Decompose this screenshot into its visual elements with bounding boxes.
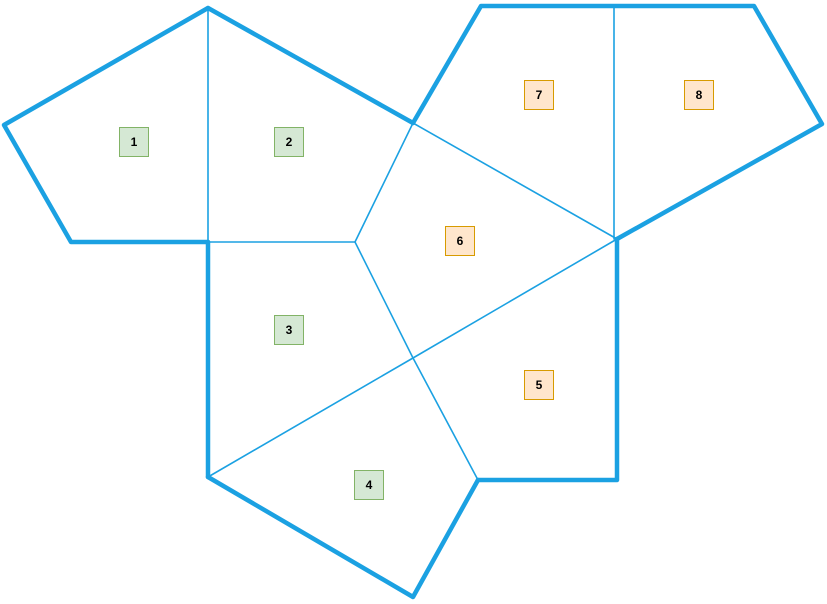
face-label-2: 2 xyxy=(274,127,304,157)
fold-line-3-6 xyxy=(354,241,414,359)
fold-line-3-4 xyxy=(207,357,414,478)
face-label-6: 6 xyxy=(445,226,475,256)
face-label-3: 3 xyxy=(274,315,304,345)
outline xyxy=(1,3,825,600)
face-label-8: 8 xyxy=(684,80,714,110)
fold-line-6-7 xyxy=(412,122,618,240)
outline-face-2 xyxy=(205,5,416,126)
fold-line-4-5 xyxy=(412,357,479,481)
face-label-5: 5 xyxy=(524,370,554,400)
fold-lines xyxy=(207,6,618,481)
outline-face-4 xyxy=(205,474,481,600)
face-label-4: 4 xyxy=(354,470,384,500)
outline-face-7-8 xyxy=(410,3,825,242)
fold-line-2-6 xyxy=(354,122,414,243)
face-label-1: 1 xyxy=(119,127,149,157)
face-label-7: 7 xyxy=(524,80,554,110)
outline-face-5 xyxy=(475,236,620,483)
fold-line-5-6 xyxy=(412,238,618,359)
outline-face-1 xyxy=(1,5,211,245)
